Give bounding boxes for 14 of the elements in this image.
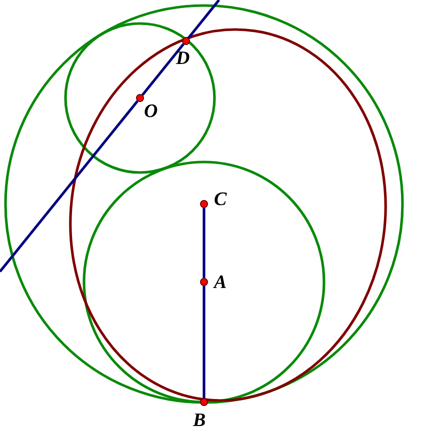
line-segment — [0, 100, 138, 272]
point-dot — [182, 37, 190, 45]
point-dot — [136, 94, 144, 102]
point-label: O — [144, 102, 158, 121]
point-label: D — [176, 49, 190, 68]
point-dot — [200, 278, 208, 286]
line-segment — [188, 0, 220, 39]
point-label: C — [214, 190, 227, 209]
point-label: A — [214, 273, 227, 292]
line-segment — [142, 43, 184, 96]
point-dot — [200, 398, 208, 406]
point-dot — [200, 200, 208, 208]
point-label: B — [193, 411, 206, 430]
line-segment — [202, 286, 206, 398]
